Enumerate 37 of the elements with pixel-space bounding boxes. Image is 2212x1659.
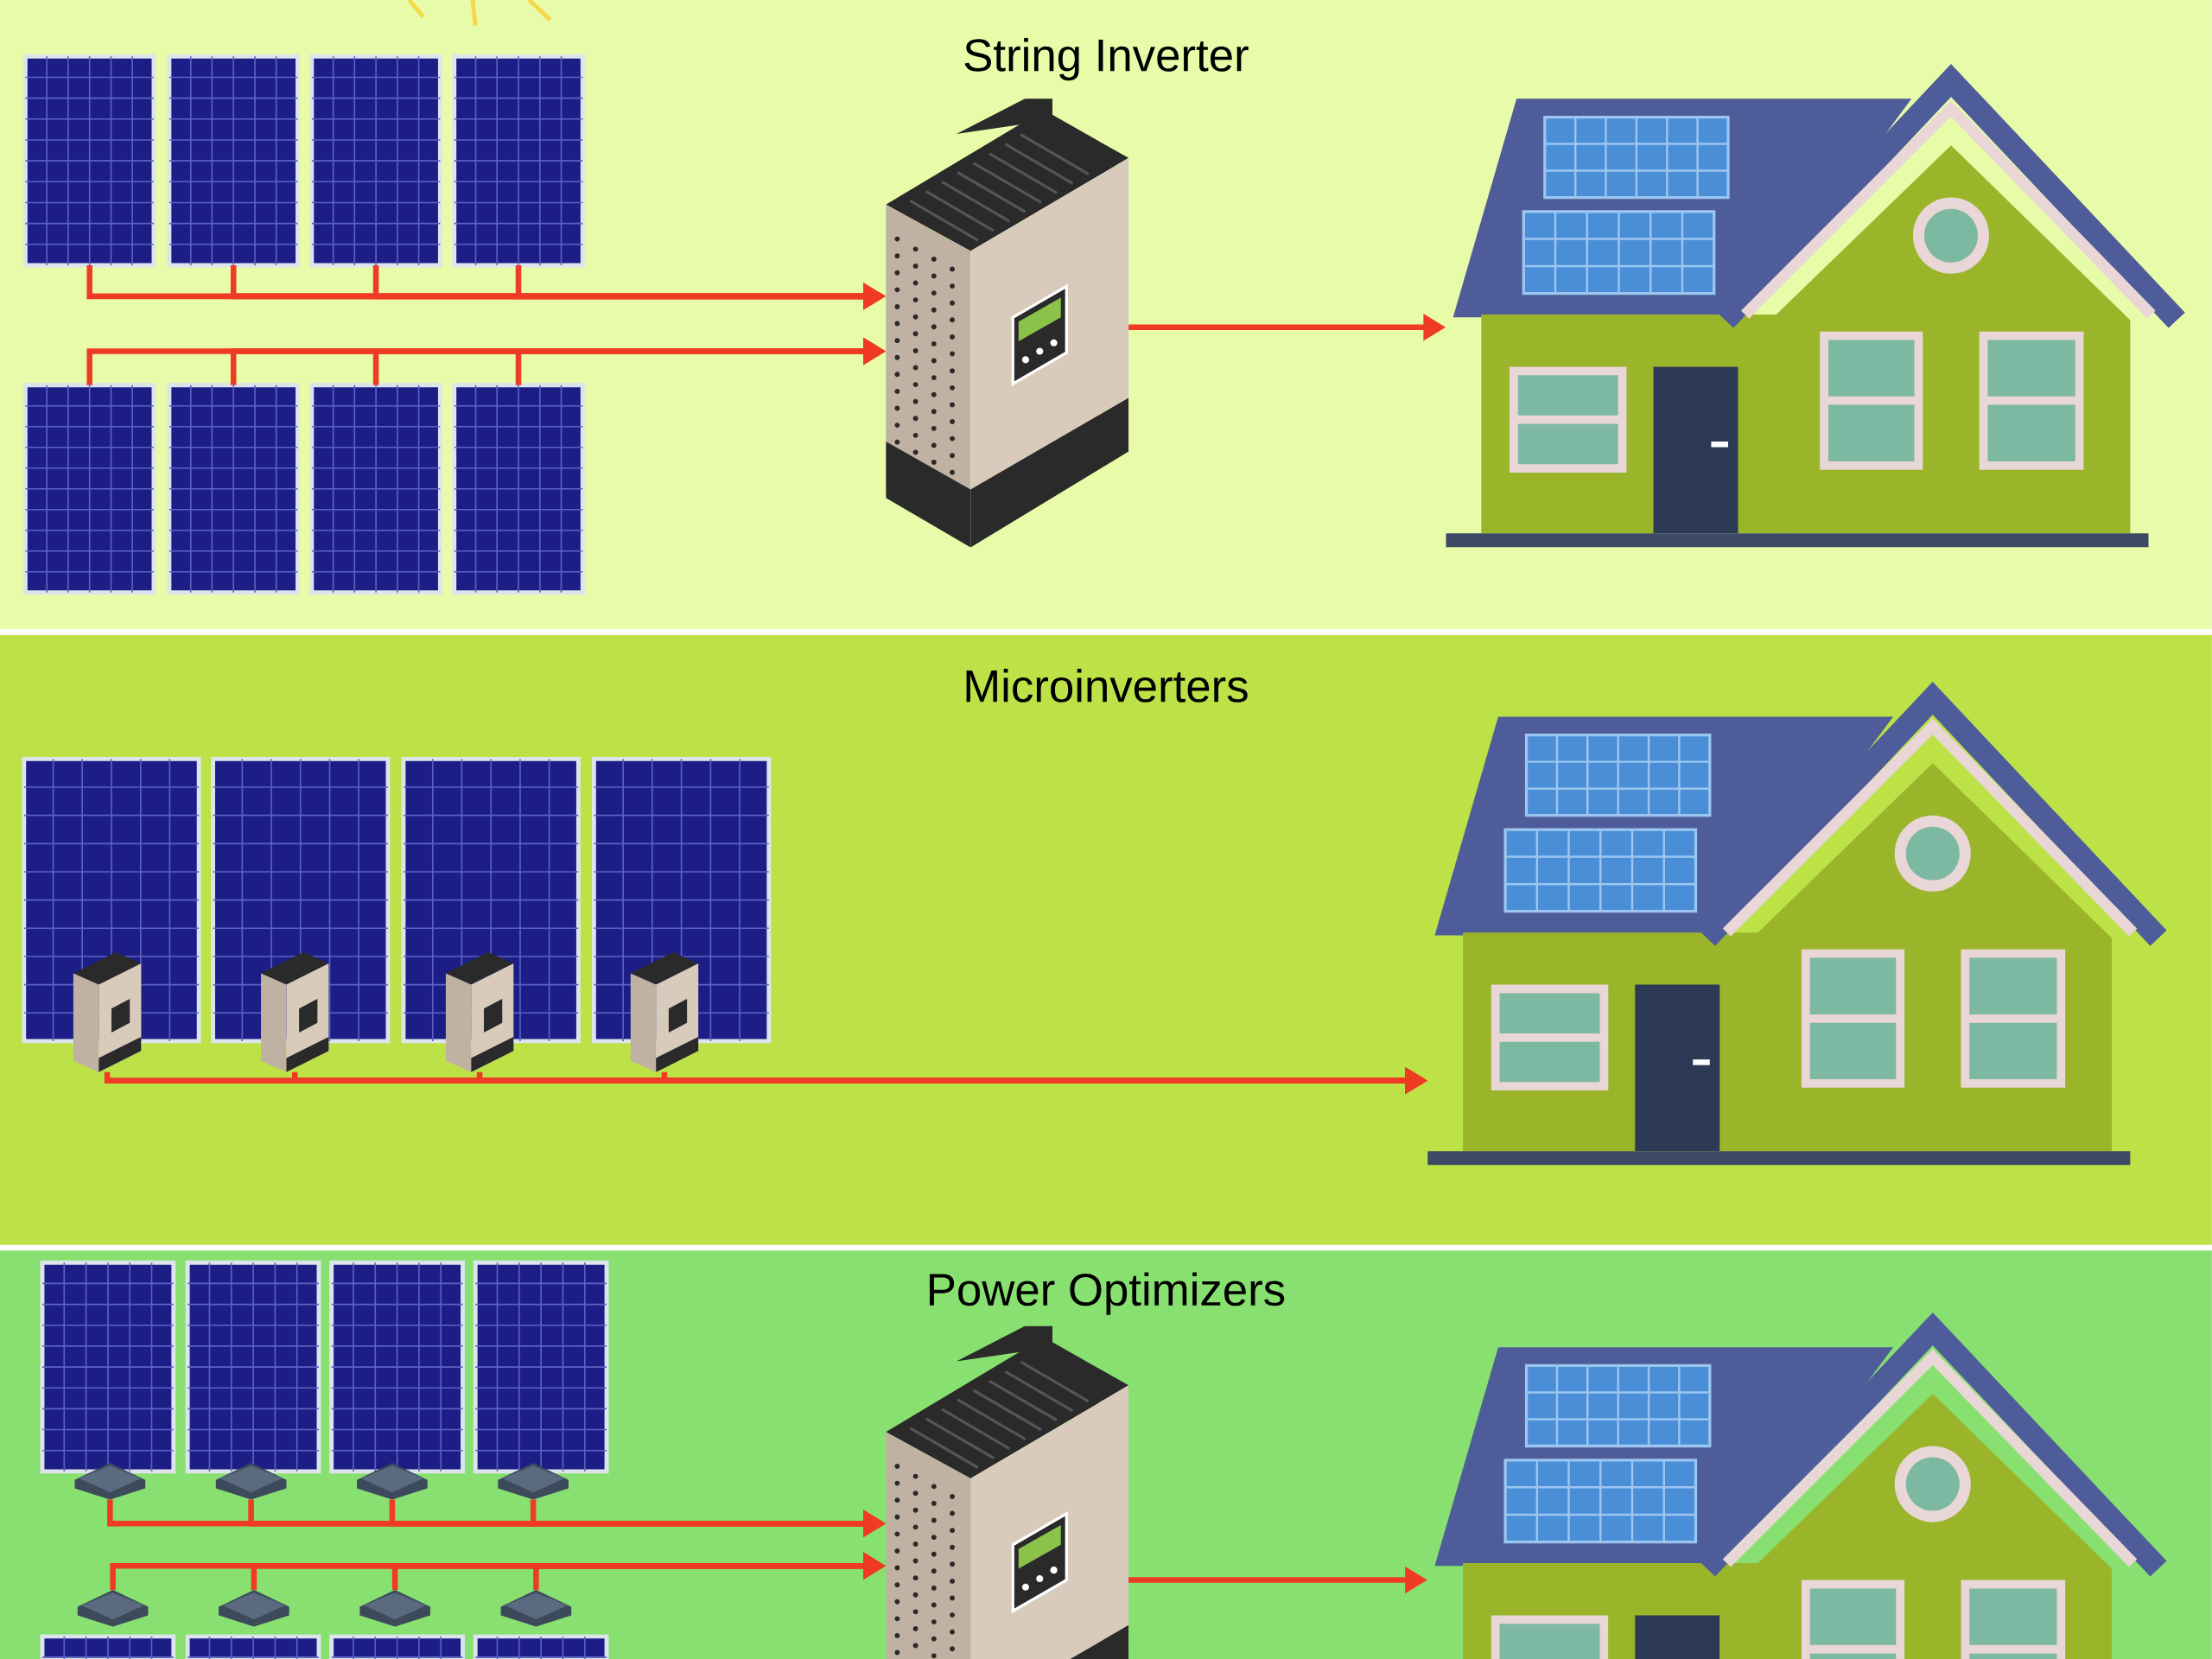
solar-panel: [22, 383, 156, 595]
optimizer-drawing: [77, 1590, 149, 1627]
house-drawing: [1446, 64, 2185, 548]
solar-panel: [185, 1260, 321, 1474]
solar-panel: [401, 756, 581, 1044]
solar-panel: [452, 54, 585, 268]
solar-panel: [22, 54, 156, 268]
solar-panel: [309, 383, 442, 595]
optimizer-drawing: [215, 1463, 287, 1500]
solar-panel: [40, 1634, 176, 1659]
microinverter-drawing: [445, 952, 514, 1072]
solar-panel: [167, 54, 300, 268]
microinverter-drawing: [73, 952, 142, 1072]
solar-panel: [591, 756, 772, 1044]
solar-panel: [167, 383, 300, 595]
solar-panel: [40, 1260, 176, 1474]
optimizer-drawing: [74, 1463, 146, 1500]
inverter-drawing: [886, 99, 1129, 548]
house-drawing: [1427, 682, 2167, 1166]
optimizer-drawing: [500, 1590, 572, 1627]
solar-panel: [329, 1260, 465, 1474]
microinverter-drawing: [261, 952, 329, 1072]
solar-panel: [452, 383, 585, 595]
optimizer-drawing: [357, 1463, 428, 1500]
microinverter-drawing: [630, 952, 699, 1072]
solar-panel: [473, 1260, 609, 1474]
optimizer-drawing: [219, 1590, 289, 1627]
solar-panel: [329, 1634, 465, 1659]
house-drawing: [1434, 1312, 2167, 1659]
solar-panel: [22, 756, 201, 1044]
solar-panel: [185, 1634, 321, 1659]
optimizer-drawing: [359, 1590, 430, 1627]
solar-panel: [211, 756, 391, 1044]
optimizer-drawing: [498, 1463, 569, 1500]
inverter-drawing: [886, 1325, 1129, 1659]
solar-panel: [309, 54, 442, 268]
solar-panel: [473, 1634, 609, 1659]
